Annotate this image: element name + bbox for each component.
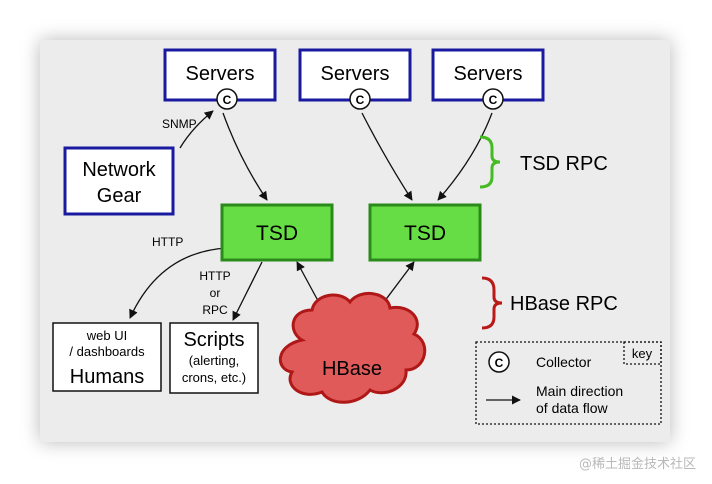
http-label: HTTP: [152, 235, 183, 249]
http-or-rpc-label-line3: RPC: [202, 303, 228, 317]
scripts-label-line2: (alerting,: [189, 353, 240, 368]
svg-text:C: C: [223, 93, 232, 107]
web-ui-box: web UI / dashboards Humans: [52, 322, 162, 392]
network-gear-label-line1: Network: [82, 159, 156, 181]
http-or-rpc-label-line2: or: [210, 286, 221, 300]
key-legend: key C Collector Main direction of data f…: [475, 341, 662, 425]
scripts-label: Scripts: [183, 329, 244, 351]
hbase-rpc-brace: [481, 276, 503, 330]
architecture-diagram: Servers Servers Servers C C C SNMP Netwo…: [52, 48, 662, 425]
collector-icon: C: [488, 351, 510, 373]
tsd-label: TSD: [256, 222, 298, 245]
network-gear-box: Network Gear: [63, 146, 175, 216]
web-ui-label-line2: / dashboards: [69, 344, 145, 359]
tsd-rpc-brace: [479, 135, 501, 189]
edge-snmp: [179, 110, 214, 149]
key-title: key: [632, 346, 653, 361]
edge-server3-to-tsd2: [437, 112, 493, 201]
tsd-box-2: TSD: [368, 203, 482, 262]
tsd-box-1: TSD: [220, 203, 334, 262]
edge-server1-to-tsd1: [222, 112, 268, 201]
tsd-rpc-label: TSD RPC: [520, 153, 608, 175]
scripts-label-line3: crons, etc.): [182, 370, 246, 385]
collector-icon: C: [349, 88, 371, 110]
server-label: Servers: [186, 63, 255, 85]
snmp-label: SNMP: [162, 117, 197, 131]
tsd-label: TSD: [404, 222, 446, 245]
humans-label: Humans: [70, 366, 144, 388]
edge-http-webui: [129, 247, 228, 319]
scripts-box: Scripts (alerting, crons, etc.): [169, 322, 259, 394]
hbase-label: HBase: [322, 358, 382, 380]
web-ui-label-line1: web UI: [86, 328, 127, 343]
edge-server2-to-tsd2: [361, 112, 413, 201]
server-label: Servers: [454, 63, 523, 85]
collector-icon: C: [216, 88, 238, 110]
server-label: Servers: [321, 63, 390, 85]
svg-text:C: C: [356, 93, 365, 107]
key-flow-label-line1: Main direction: [536, 383, 623, 399]
network-gear-label-line2: Gear: [97, 185, 142, 207]
key-collector-label: Collector: [536, 354, 592, 370]
watermark: @稀土掘金技术社区: [578, 457, 696, 472]
svg-text:C: C: [489, 93, 498, 107]
key-flow-label-line2: of data flow: [536, 400, 608, 416]
svg-text:C: C: [495, 356, 504, 370]
diagram-canvas: Servers Servers Servers C C C SNMP Netwo…: [40, 40, 670, 442]
collector-icon: C: [482, 88, 504, 110]
http-or-rpc-label-line1: HTTP: [199, 269, 230, 283]
hbase-cloud: HBase: [278, 292, 427, 404]
hbase-rpc-label: HBase RPC: [510, 293, 618, 315]
edge-http-rpc-scripts: [232, 261, 263, 321]
